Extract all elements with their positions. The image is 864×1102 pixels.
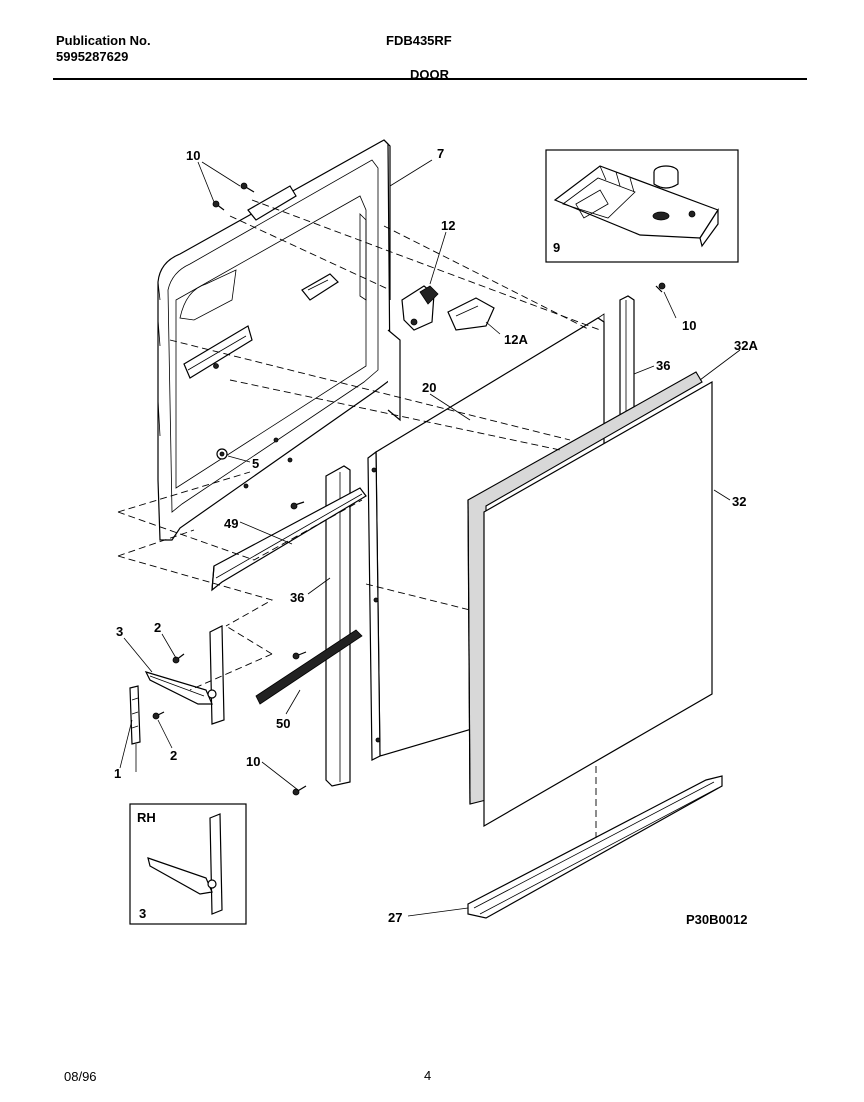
inset-dispenser: [545, 149, 739, 263]
latch-strike: [447, 297, 495, 331]
door-outer-panel-32: [483, 380, 713, 828]
callout-1: 1: [114, 766, 121, 781]
screws: [152, 182, 666, 796]
callout-12: 12: [441, 218, 455, 233]
bottom-rail: [467, 775, 723, 919]
inset-rh-label: RH: [137, 810, 156, 825]
latch-assembly: [401, 285, 439, 331]
callout-27: 27: [388, 910, 402, 925]
publication-label: Publication No.: [56, 33, 151, 48]
callout-32a: 32A: [734, 338, 758, 353]
publication-number: 5995287629: [56, 49, 129, 64]
callout-36-right: 36: [656, 358, 670, 373]
door-gasket: [467, 371, 703, 805]
callout-2-upper: 2: [154, 620, 161, 635]
callout-20: 20: [422, 380, 436, 395]
callout-12a: 12A: [504, 332, 528, 347]
footer-date: 08/96: [64, 1069, 97, 1084]
leader-lines: [119, 159, 741, 917]
inner-door-panel: [157, 139, 401, 541]
callout-5: 5: [252, 456, 259, 471]
bottom-strip: [255, 629, 363, 705]
assembly-lines: [117, 199, 601, 838]
callout-2-lower: 2: [170, 748, 177, 763]
side-trim-left: [325, 465, 351, 787]
callout-10-lower: 10: [246, 754, 260, 769]
callout-10: 10: [186, 148, 200, 163]
side-trim-right: [619, 295, 635, 425]
vent-strip: [211, 487, 367, 592]
figure-code: P30B0012: [686, 912, 747, 927]
callout-36-left: 36: [290, 590, 304, 605]
hinge-assembly: [144, 625, 225, 725]
hinge-link: [129, 685, 141, 772]
callout-3: 3: [116, 624, 123, 639]
callout-9: 9: [553, 240, 560, 255]
callout-50: 50: [276, 716, 290, 731]
inset-3-label: 3: [139, 906, 146, 921]
callout-7: 7: [437, 146, 444, 161]
page-number: 4: [424, 1068, 432, 1083]
callout-49: 49: [224, 516, 238, 531]
model-number: FDB435RF: [386, 33, 452, 48]
callout-32: 32: [732, 494, 746, 509]
callout-10-right: 10: [682, 318, 696, 333]
inset-rh-hinge: [129, 803, 247, 925]
header-rule: [53, 78, 807, 80]
